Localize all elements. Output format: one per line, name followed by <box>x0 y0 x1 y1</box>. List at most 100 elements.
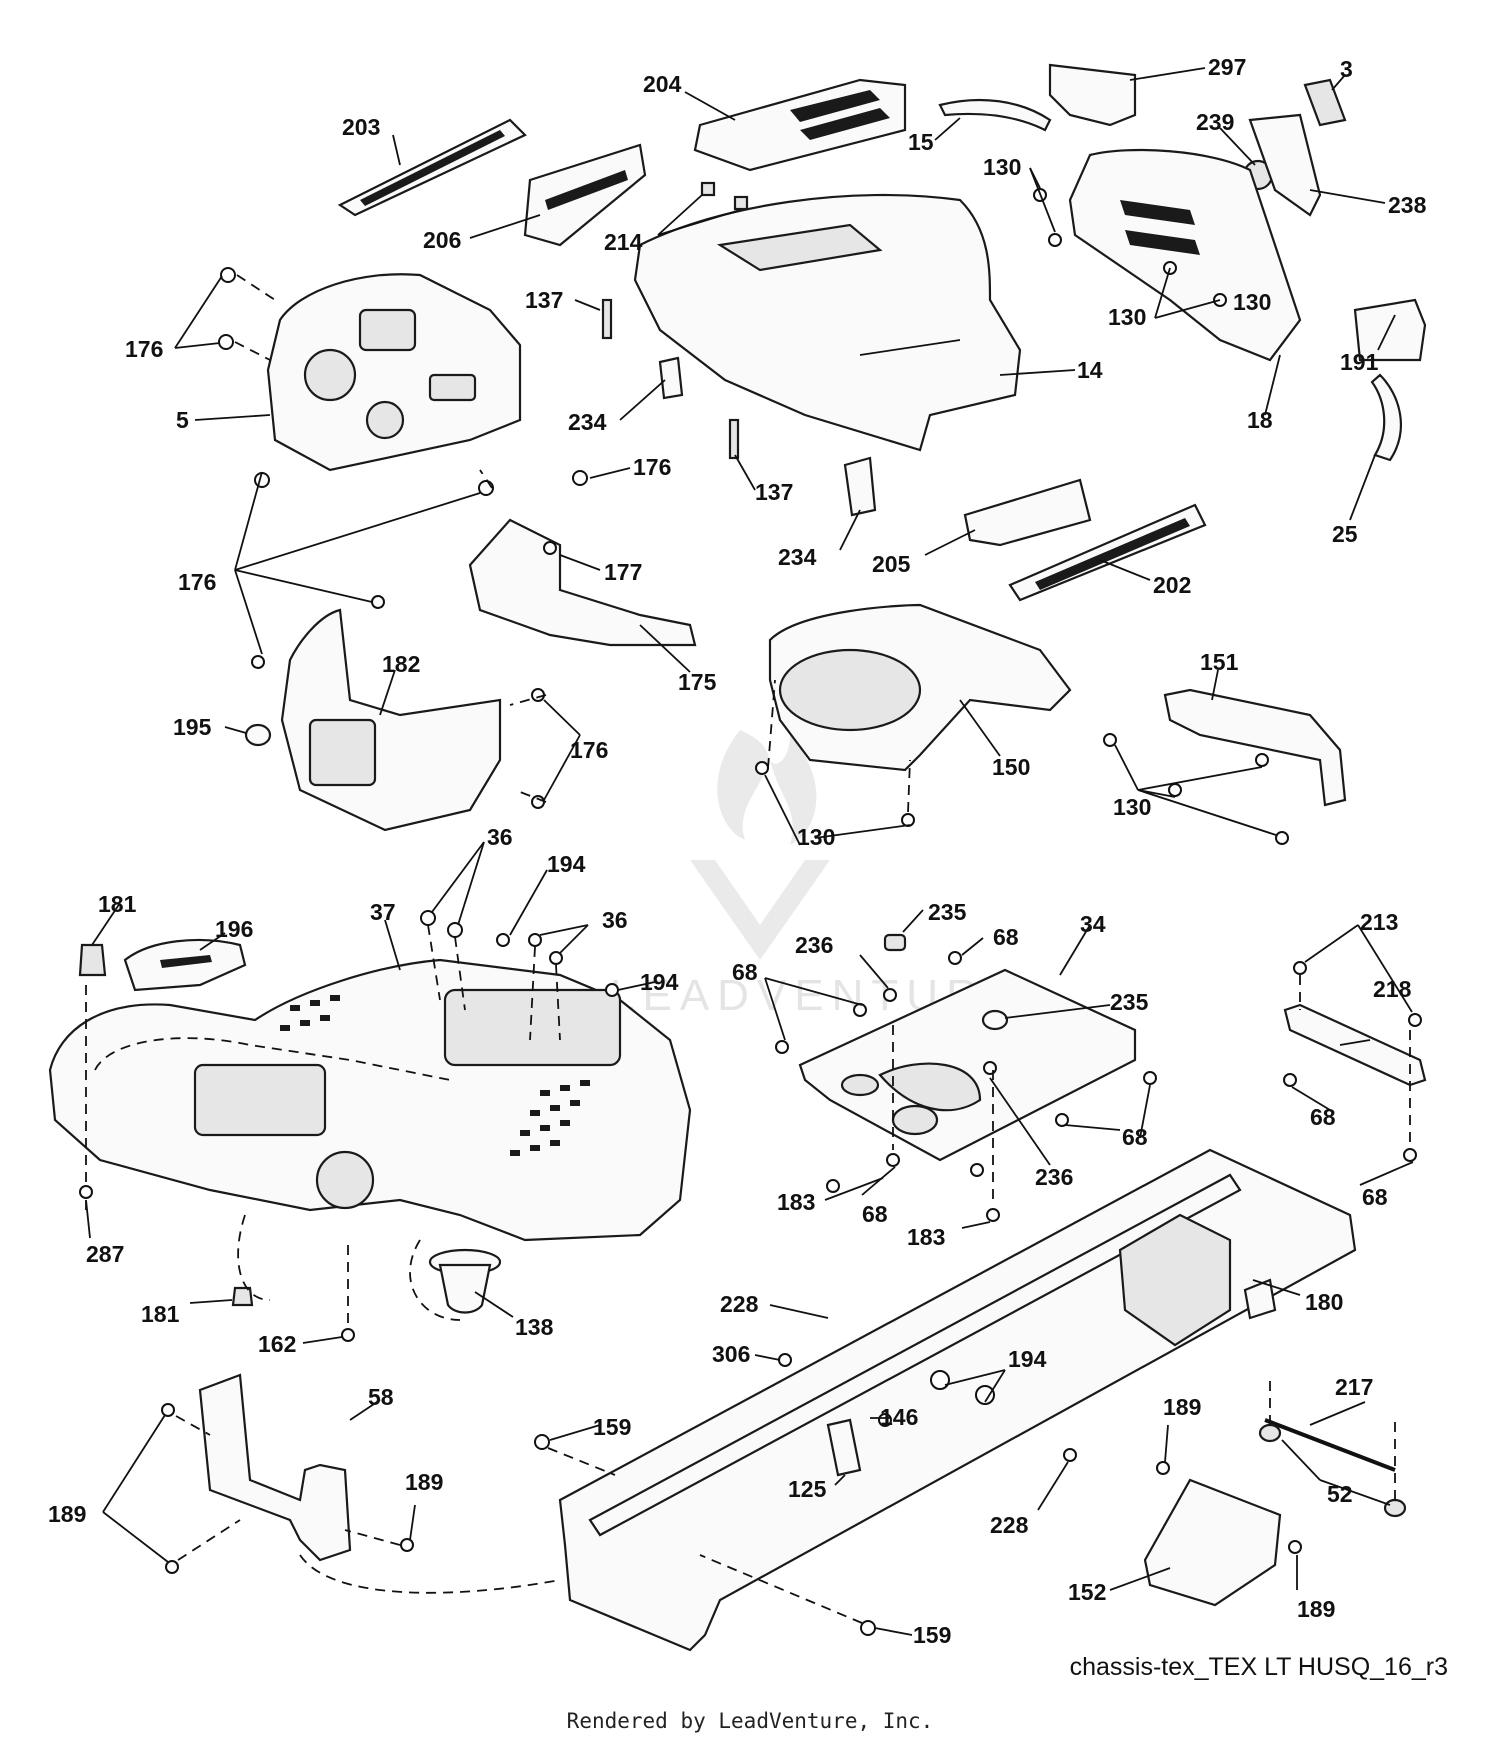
diagram-caption: chassis-tex_TEX LT HUSQ_16_r3 <box>1070 1653 1448 1681</box>
callout-214: 214 <box>604 229 643 255</box>
callout-180: 180 <box>1305 1289 1343 1315</box>
callout-177: 177 <box>604 559 642 585</box>
callout-202: 202 <box>1153 572 1191 598</box>
callout-labels: 297 3 204 203 15 239 130 238 206 214 130… <box>48 54 1427 1648</box>
part-37-foot-deck <box>48 958 692 1242</box>
callout-175: 175 <box>678 669 717 695</box>
part-34-engine-plate <box>798 968 1137 1162</box>
callout-228-a: 228 <box>720 1291 759 1317</box>
callout-68-f: 68 <box>862 1201 888 1227</box>
callout-68-d: 68 <box>1122 1124 1148 1150</box>
assembly-lines <box>85 274 1411 1624</box>
part-137-strip-1 <box>601 298 613 340</box>
callout-235-a: 235 <box>928 899 967 925</box>
callout-68-e: 68 <box>1362 1184 1388 1210</box>
callout-217: 217 <box>1335 1374 1373 1400</box>
callout-234-b: 234 <box>778 544 817 570</box>
callout-189-c: 189 <box>48 1501 86 1527</box>
callout-130-b: 130 <box>1108 304 1146 330</box>
part-3-emblem <box>1303 78 1347 127</box>
callout-182: 182 <box>382 651 420 677</box>
callout-130-c: 130 <box>1233 289 1271 315</box>
callout-206: 206 <box>423 227 461 253</box>
callout-194-c: 194 <box>1008 1346 1047 1372</box>
part-214-clip-2 <box>733 195 749 211</box>
leadventure-watermark-logo <box>690 730 830 960</box>
callout-176-d: 176 <box>570 737 608 763</box>
callout-68-b: 68 <box>732 959 758 985</box>
callout-137-b: 137 <box>755 479 793 505</box>
part-52-bushing-1 <box>1258 1423 1282 1443</box>
callout-68-a: 68 <box>993 924 1019 950</box>
callout-218: 218 <box>1373 976 1412 1002</box>
part-234-pad-2 <box>843 456 877 517</box>
callout-18: 18 <box>1247 407 1273 433</box>
callout-58: 58 <box>368 1384 394 1410</box>
callout-125: 125 <box>788 1476 827 1502</box>
callout-238: 238 <box>1388 192 1427 218</box>
callout-195: 195 <box>173 714 212 740</box>
callout-37: 37 <box>370 899 396 925</box>
part-238-grille-insert <box>1248 113 1322 217</box>
rendered-by-footer: Rendered by LeadVenture, Inc. <box>567 1709 934 1733</box>
callout-146: 146 <box>880 1404 918 1430</box>
callout-205: 205 <box>872 551 911 577</box>
part-204-top-vent <box>693 78 907 172</box>
part-52-bushing-2 <box>1383 1498 1407 1518</box>
part-125-bracket <box>826 1418 862 1477</box>
callout-203: 203 <box>342 114 380 140</box>
part-175-bracket <box>468 518 697 647</box>
part-181-bushing-2 <box>231 1286 254 1307</box>
part-236-washer-1 <box>883 988 897 1002</box>
callout-52: 52 <box>1327 1481 1353 1507</box>
part-214-clip-1 <box>700 181 716 197</box>
callout-239: 239 <box>1196 109 1234 135</box>
callout-236-a: 236 <box>795 932 833 958</box>
part-18-front-grille <box>1068 148 1302 362</box>
callout-204: 204 <box>643 71 682 97</box>
part-218-bracket <box>1283 1003 1427 1087</box>
part-235-spacer-1 <box>883 933 907 952</box>
callout-152: 152 <box>1068 1579 1106 1605</box>
part-217-rod <box>1264 1418 1396 1472</box>
callout-151: 151 <box>1200 649 1239 675</box>
part-181-bushing-1 <box>78 943 107 977</box>
part-182-lower-dash <box>280 608 502 832</box>
callout-189-b: 189 <box>405 1469 443 1495</box>
part-297-cover <box>1048 63 1137 127</box>
part-191-cover <box>1353 298 1427 362</box>
callout-194-a: 194 <box>547 851 586 877</box>
callout-176-c: 176 <box>178 569 216 595</box>
callout-5: 5 <box>176 407 189 433</box>
callout-196: 196 <box>215 916 253 942</box>
callout-162: 162 <box>258 1331 296 1357</box>
callout-137-a: 137 <box>525 287 563 313</box>
part-205-duct <box>963 478 1092 547</box>
callout-159-b: 159 <box>913 1622 951 1648</box>
callout-235-b: 235 <box>1110 989 1149 1015</box>
callout-236-b: 236 <box>1035 1164 1073 1190</box>
part-25-trim <box>1370 373 1402 462</box>
part-137-strip-2 <box>728 418 740 460</box>
callout-287: 287 <box>86 1241 124 1267</box>
callout-228-b: 228 <box>990 1512 1029 1538</box>
part-15-trim <box>938 98 1052 132</box>
callout-130-d: 130 <box>797 824 835 850</box>
callout-159-a: 159 <box>593 1414 631 1440</box>
callout-181-b: 181 <box>141 1301 180 1327</box>
part-151-bracket <box>1163 688 1347 807</box>
callout-138: 138 <box>515 1314 554 1340</box>
callout-183-a: 183 <box>777 1189 815 1215</box>
part-195-plug <box>244 723 272 747</box>
callout-306: 306 <box>712 1341 750 1367</box>
part-203-vent-strip <box>337 118 527 217</box>
callout-189-d: 189 <box>1297 1596 1335 1622</box>
callout-191: 191 <box>1340 349 1379 375</box>
callout-34: 34 <box>1080 911 1106 937</box>
callout-176-a: 176 <box>125 336 163 362</box>
callout-25: 25 <box>1332 521 1358 547</box>
callout-14: 14 <box>1077 357 1103 383</box>
part-150-shroud <box>768 603 1072 772</box>
callout-176-b: 176 <box>633 454 671 480</box>
